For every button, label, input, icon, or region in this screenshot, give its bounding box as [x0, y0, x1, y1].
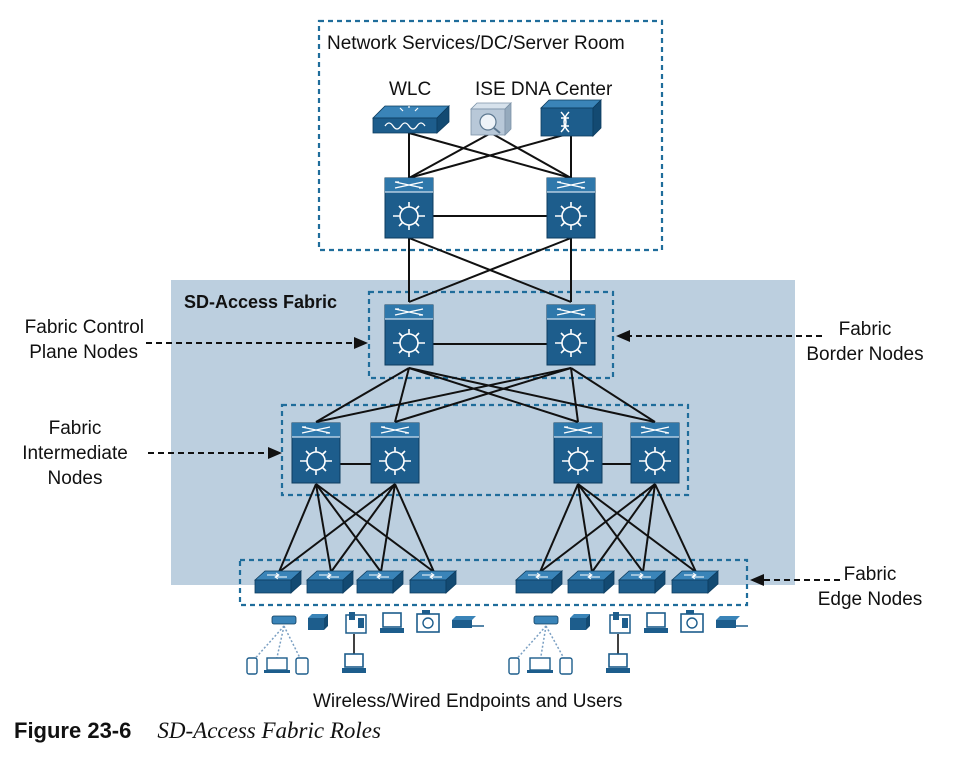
intermediate-role-label-line2: Intermediate — [22, 443, 128, 464]
arrowheads — [268, 330, 764, 586]
tablet-icon — [295, 657, 309, 675]
control-plane-role-label-line2: Plane Nodes — [29, 342, 138, 363]
desktop-pc-icon — [380, 612, 404, 633]
camera-icon — [416, 610, 440, 633]
phone-icon — [508, 657, 520, 675]
intermediate-role-label-line1: Fabric — [48, 418, 102, 439]
border-role-label-line1: Fabric — [838, 319, 892, 340]
core-switch-left-icon — [384, 177, 434, 239]
edge-node-1-icon — [254, 570, 302, 594]
camera-icon — [680, 610, 704, 633]
figure-number: Figure 23-6 — [14, 718, 132, 743]
intermediate-node-1-icon — [291, 422, 341, 484]
intermediate-role-label-line3: Nodes — [47, 468, 103, 489]
edge-role-label-line2: Edge Nodes — [817, 589, 923, 610]
figure-title: SD-Access Fabric Roles — [157, 718, 381, 743]
ip-phone-icon — [609, 612, 631, 634]
network-links — [278, 132, 697, 656]
control-plane-node-icon — [384, 304, 434, 366]
endpoints-label: Wireless/Wired Endpoints and Users — [313, 691, 623, 712]
control-border-group — [367, 290, 615, 380]
tablet-icon — [559, 657, 573, 675]
iot-sensor-icon — [452, 616, 484, 628]
edge-node-3-icon — [356, 570, 404, 594]
control-plane-role-label-line1: Fabric Control — [24, 317, 144, 338]
phone-icon — [246, 657, 258, 675]
edge-node-5-icon — [515, 570, 563, 594]
edge-group — [238, 558, 749, 607]
intermediate-node-4-icon — [630, 422, 680, 484]
edge-role-label-line1: Fabric — [843, 564, 897, 585]
core-switch-right-icon — [546, 177, 596, 239]
edge-node-6-icon — [567, 570, 615, 594]
access-point-icon — [533, 615, 559, 625]
wlc-icon — [372, 105, 450, 134]
desktop-pc-icon — [644, 612, 668, 633]
wlc-label: WLC — [389, 79, 432, 100]
server-icon — [308, 614, 328, 630]
wireless-beams — [251, 625, 567, 663]
fabric-region-label: SD-Access Fabric — [184, 292, 338, 312]
intermediate-group — [280, 403, 690, 497]
edge-node-2-icon — [306, 570, 354, 594]
endpoints-right — [508, 610, 748, 675]
figure-caption: Figure 23-6 SD-Access Fabric Roles — [14, 718, 381, 744]
endpoints-left — [246, 610, 484, 675]
ise-dna-center-label: ISE DNA Center — [475, 79, 613, 100]
role-arrows — [146, 335, 840, 581]
workstation-icon — [606, 653, 630, 673]
services-region-label: Network Services/DC/Server Room — [327, 33, 625, 54]
edge-node-8-icon — [671, 570, 719, 594]
border-node-icon — [546, 304, 596, 366]
services-boundary — [317, 19, 664, 252]
edge-node-7-icon — [618, 570, 666, 594]
access-point-icon — [271, 615, 297, 625]
ise-icon — [470, 102, 512, 136]
intermediate-node-3-icon — [553, 422, 603, 484]
laptop-icon — [264, 657, 290, 673]
edge-node-4-icon — [409, 570, 457, 594]
iot-sensor-icon — [716, 616, 748, 628]
workstation-icon — [342, 653, 366, 673]
ip-phone-icon — [345, 612, 367, 634]
dna-center-icon — [540, 99, 602, 137]
border-role-label-line2: Border Nodes — [806, 344, 924, 365]
laptop-icon — [527, 657, 553, 673]
server-icon — [570, 614, 590, 630]
intermediate-node-2-icon — [370, 422, 420, 484]
fabric-region — [171, 280, 795, 585]
